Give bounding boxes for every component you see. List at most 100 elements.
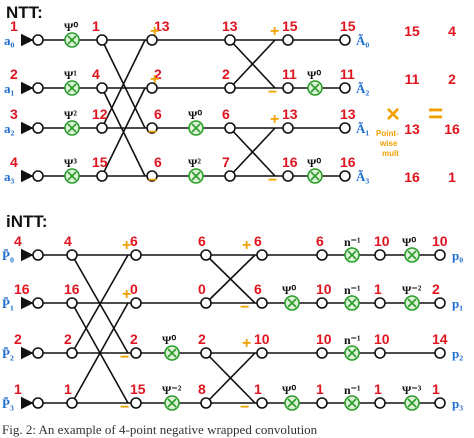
ntt-node-c4-1 <box>282 82 294 94</box>
intt-ninv-0: n⁻¹ <box>344 235 361 249</box>
intt-col5-value-3: 1 <box>374 381 382 397</box>
ntt-node-out-1 <box>339 82 351 94</box>
ntt-input-0: a₀ <box>4 33 15 48</box>
intt-node-c3-1 <box>200 297 212 309</box>
intt-ninv-3: n⁻¹ <box>344 383 361 397</box>
ntt-tw0-0: Ψ⁰ <box>64 20 78 34</box>
intt-minus-2: − <box>120 349 129 366</box>
intt-node-c5-0 <box>316 249 328 261</box>
intt-node-c1-1 <box>66 297 78 309</box>
intt-col5-value-2: 10 <box>374 331 390 347</box>
intt-ninv-2: n⁻¹ <box>344 333 361 347</box>
intt-tw1-node-2-x <box>167 348 177 358</box>
ntt-plus-s2-0: + <box>270 23 279 40</box>
intt-tw5-node-3-x <box>407 398 417 408</box>
figure-caption: Fig. 2: An example of 4-point negative w… <box>2 422 318 437</box>
ntt-col0-value-3: 4 <box>10 154 18 170</box>
intt-col0-in-1: 16 <box>14 281 30 297</box>
ntt-plus-1: + <box>150 71 159 88</box>
intt-plus-0: + <box>122 237 131 254</box>
intt-node-c0-3 <box>32 397 44 409</box>
intt-output-3: p₃ <box>452 396 463 411</box>
intt-node-c6-0 <box>374 249 386 261</box>
intt-tw3-3: Ψ⁰ <box>282 383 296 397</box>
intt-node-c3-3 <box>200 397 212 409</box>
ntt-node-c0-1 <box>32 82 44 94</box>
intt-col0-value-3: 1 <box>64 381 72 397</box>
ntt-node-c3-0 <box>224 34 236 46</box>
intt-tw5-1: Ψ⁻² <box>402 283 422 297</box>
ntt-output-1: Ã₂ <box>356 81 369 96</box>
intt-col2-value-0: 6 <box>198 233 206 249</box>
pointwise-left-0: 15 <box>404 23 420 39</box>
ntt-tw0-3: Ψ³ <box>64 156 77 170</box>
ntt-minus-2: − <box>148 124 157 141</box>
ntt-col1-value-0: 1 <box>92 18 100 34</box>
ntt-col3-value-2: 6 <box>222 106 230 122</box>
intt-output-0: p₀ <box>452 248 463 263</box>
intt-tw5-3: Ψ⁻³ <box>402 383 422 397</box>
intt-wires <box>22 254 440 404</box>
intt-node-c4-2 <box>256 347 268 359</box>
ntt-out-value-0: 15 <box>340 18 356 34</box>
ntt-node-c2-1 <box>146 82 158 94</box>
ntt-output-2: Ã₁ <box>356 121 369 136</box>
intt-node-c6-3 <box>374 397 386 409</box>
ntt-node-c0-0 <box>32 34 44 46</box>
ntt-output-0: Ã₀ <box>356 33 369 48</box>
intt-node-c6-1 <box>374 297 386 309</box>
pointwise-right-0: 4 <box>448 23 456 39</box>
mult-label-2: wise <box>379 139 398 148</box>
intt-ninv-node-0-x <box>347 250 357 260</box>
intt-ninv-node-3-x <box>347 398 357 408</box>
intt-tw5-node-0-x <box>407 250 417 260</box>
intt-node-c6-2 <box>374 347 386 359</box>
intt-node-c2-3 <box>130 397 142 409</box>
intt-node-c0-2 <box>32 347 44 359</box>
ntt-col0-value-1: 2 <box>10 66 18 82</box>
ntt-input-1: a₁ <box>4 81 15 96</box>
ntt-node-c3-2 <box>224 122 236 134</box>
ntt-minus-s2-1: − <box>268 84 277 101</box>
ntt-col2-value-0: 13 <box>154 18 170 34</box>
intt-col1-value-3: 15 <box>130 381 146 397</box>
pointwise-left-2: 13 <box>404 121 420 137</box>
ntt-plus-0: + <box>150 23 159 40</box>
intt-node-out-3 <box>434 397 446 409</box>
intt-title: iNTT: <box>6 212 48 231</box>
intt-node-c4-1 <box>256 297 268 309</box>
intt-col0-in-0: 4 <box>14 233 22 249</box>
intt-col0-value-2: 2 <box>64 331 72 347</box>
intt-out-value-3: 1 <box>432 381 440 397</box>
intt-col0-in-3: 1 <box>14 381 22 397</box>
intt-tw3-1: Ψ⁰ <box>282 283 296 297</box>
intt-col3-value-1: 6 <box>254 281 262 297</box>
intt-col1-value-1: 0 <box>130 281 138 297</box>
intt-col1-value-0: 6 <box>130 233 138 249</box>
ntt-node-c1-2 <box>96 122 108 134</box>
ntt-mult-node-1-x <box>67 83 77 93</box>
intt-input-1: P̃₁ <box>2 296 14 311</box>
mult-label-3: mult <box>382 149 399 158</box>
ntt-tw4-node-1-x <box>310 83 320 93</box>
ntt-node-c1-3 <box>96 170 108 182</box>
intt-col4-value-0: 6 <box>316 233 324 249</box>
ntt-col3-value-1: 2 <box>222 66 230 82</box>
intt-out-value-0: 10 <box>432 233 448 249</box>
ntt-col1-value-3: 15 <box>92 154 108 170</box>
ntt-col3-value-3: 7 <box>222 154 230 170</box>
intt-ninv-1: n⁻¹ <box>344 283 361 297</box>
intt-col5-value-1: 1 <box>374 281 382 297</box>
intt-col3-value-0: 6 <box>254 233 262 249</box>
ntt-tw4-1: Ψ⁰ <box>307 68 321 82</box>
intt-node-c1-0 <box>66 249 78 261</box>
ntt-col3-value-0: 13 <box>222 18 238 34</box>
ntt-col2-value-2: 6 <box>154 106 162 122</box>
ntt-tw4-node-3-x <box>310 171 320 181</box>
intt-tw1-2: Ψ⁰ <box>162 333 176 347</box>
intt-plus-s2-0: + <box>242 237 251 254</box>
intt-node-c5-2 <box>316 347 328 359</box>
ntt-node-out-3 <box>339 170 351 182</box>
intt-tw1-3: Ψ⁻² <box>162 383 182 397</box>
intt-node-c3-0 <box>200 249 212 261</box>
